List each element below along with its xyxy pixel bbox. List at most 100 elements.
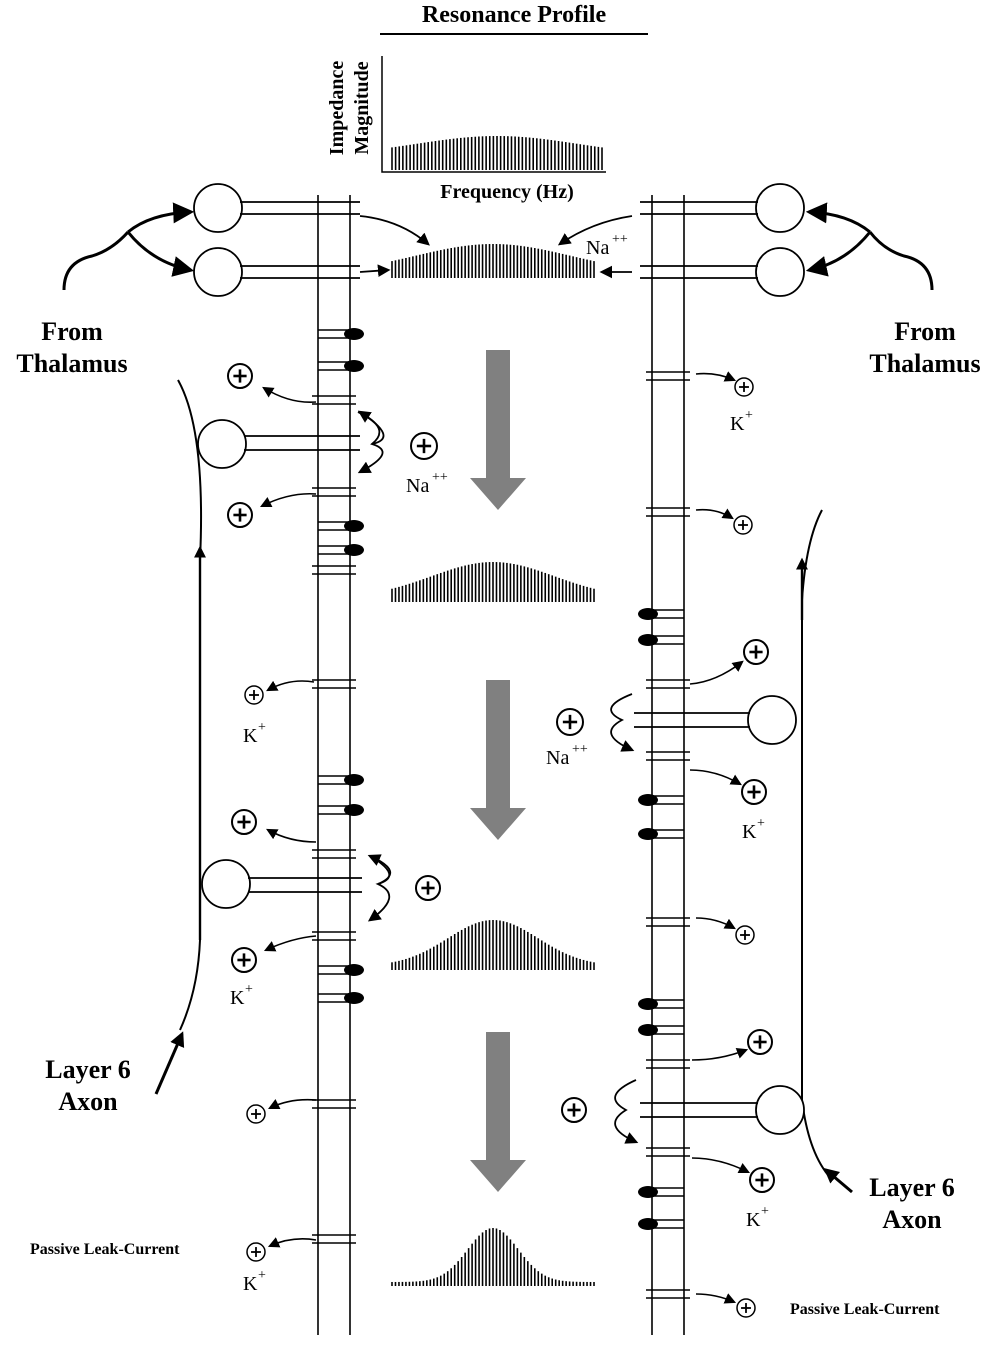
right-sodium-charge: ++ bbox=[572, 742, 588, 757]
right-sodium-ion bbox=[556, 708, 584, 736]
left-ion-3 bbox=[244, 685, 264, 705]
gate-blob bbox=[344, 992, 364, 1004]
left-efflux-arrow-4 bbox=[266, 828, 317, 843]
right-efflux-arrow-2 bbox=[695, 508, 734, 520]
left-efflux-arrow-3 bbox=[266, 680, 315, 692]
resonance-profile-stage-4 bbox=[391, 1228, 595, 1286]
right-axon-label-line2: Axon bbox=[882, 1205, 942, 1234]
left-efflux-arrow-7 bbox=[267, 1237, 317, 1248]
left-dendrite-shaft bbox=[317, 195, 351, 1335]
y-axis-label-line2: Magnitude bbox=[351, 61, 373, 154]
left-passive-leak-label: Passive Leak-Current bbox=[30, 1241, 180, 1258]
resonance-axes bbox=[381, 56, 606, 173]
right-top-synapses bbox=[557, 183, 934, 297]
ion-markers bbox=[227, 363, 775, 1318]
left-axon-label-line1: Layer 6 bbox=[45, 1055, 130, 1084]
left-sodium-ion bbox=[410, 432, 438, 460]
gate-blob bbox=[638, 828, 658, 840]
right-dendrite-shaft bbox=[651, 195, 685, 1335]
x-axis-label: Frequency (Hz) bbox=[440, 181, 574, 203]
gate-blob bbox=[638, 1024, 658, 1036]
diagram-title: Resonance Profile bbox=[422, 2, 607, 28]
right-ion-6 bbox=[747, 1029, 773, 1055]
right-synapses bbox=[610, 693, 805, 1144]
gate-blob bbox=[344, 804, 364, 816]
right-thalamus-label-line2: Thalamus bbox=[869, 349, 980, 378]
gate-blob bbox=[638, 998, 658, 1010]
left-synapses bbox=[197, 410, 391, 922]
right-potassium-charge-2: + bbox=[757, 816, 765, 831]
right-potassium-label-1: K bbox=[730, 413, 745, 435]
right-potassium-charge-1: + bbox=[745, 408, 753, 423]
right-efflux-arrow-4 bbox=[689, 769, 742, 786]
left-thalamus-label-line2: Thalamus bbox=[16, 349, 127, 378]
right-efflux-arrow-5 bbox=[695, 917, 736, 930]
right-sodium-label: Na bbox=[546, 747, 569, 769]
right-efflux-arrow-6 bbox=[691, 1047, 749, 1061]
gate-blob bbox=[344, 328, 364, 340]
gate-blob bbox=[638, 1186, 658, 1198]
gate-blob bbox=[344, 520, 364, 532]
left-efflux-arrow-2 bbox=[259, 492, 317, 508]
left-potassium-label-3: K bbox=[243, 1273, 258, 1295]
left-ion-1 bbox=[227, 363, 253, 389]
left-sodium-label: Na bbox=[406, 475, 429, 497]
right-ion-5 bbox=[735, 925, 755, 945]
left-potassium-label-2: K bbox=[230, 987, 245, 1009]
right-passive-leak-label: Passive Leak-Current bbox=[790, 1301, 940, 1318]
left-layer6-axon bbox=[154, 379, 206, 1095]
left-potassium-label-1: K bbox=[243, 725, 258, 747]
right-efflux-arrow-1 bbox=[695, 371, 737, 382]
gate-blob bbox=[638, 634, 658, 646]
header-resonance-bars bbox=[391, 136, 603, 170]
left-ion-2 bbox=[227, 502, 253, 528]
left-potassium-charge-2: + bbox=[245, 982, 253, 997]
left-potassium-charge-1: + bbox=[258, 720, 266, 735]
gate-blob bbox=[344, 360, 364, 372]
right-potassium-label-3: K bbox=[746, 1209, 761, 1231]
right-efflux-arrow-7 bbox=[691, 1157, 751, 1174]
right-ion-3 bbox=[743, 639, 769, 665]
left-sodium-charge: ++ bbox=[432, 470, 448, 485]
resonance-profile-stage-3 bbox=[391, 920, 595, 970]
left-efflux-arrow-1 bbox=[262, 386, 317, 404]
left-ion-6 bbox=[246, 1104, 266, 1124]
right-sodium-ion-2 bbox=[561, 1097, 587, 1123]
gate-blob bbox=[638, 608, 658, 620]
left-ion-7 bbox=[246, 1242, 266, 1262]
gate-blob bbox=[638, 794, 658, 806]
gate-blob bbox=[344, 774, 364, 786]
right-efflux-arrow-8 bbox=[695, 1293, 737, 1304]
right-layer6-axon bbox=[796, 509, 853, 1194]
left-ion-5 bbox=[231, 947, 257, 973]
gate-blob bbox=[344, 964, 364, 976]
ion-channels bbox=[312, 328, 690, 1299]
left-potassium-charge-3: + bbox=[258, 1268, 266, 1283]
right-top-sodium-label: Na bbox=[586, 237, 609, 259]
gate-blob bbox=[344, 544, 364, 556]
left-ion-4 bbox=[231, 809, 257, 835]
gate-blob bbox=[638, 1218, 658, 1230]
header-profile-bars bbox=[391, 136, 603, 170]
resonance-profile-stage-1 bbox=[391, 244, 595, 278]
stage-arrows bbox=[470, 350, 526, 1192]
right-potassium-label-2: K bbox=[742, 821, 757, 843]
right-efflux-arrow-3 bbox=[689, 660, 744, 685]
y-axis-label-line1: Impedance bbox=[326, 61, 348, 156]
left-thalamus-label-line1: From bbox=[41, 317, 103, 346]
left-sodium-ion-2 bbox=[415, 875, 441, 901]
right-ion-1 bbox=[734, 377, 754, 397]
resonance-profiles bbox=[391, 244, 595, 1286]
right-ion-8 bbox=[736, 1298, 756, 1318]
resonance-profile-stage-2 bbox=[391, 562, 595, 602]
left-efflux-arrow-5 bbox=[263, 935, 317, 952]
right-potassium-charge-3: + bbox=[761, 1204, 769, 1219]
right-ion-4 bbox=[741, 779, 767, 805]
left-axon-label-line2: Axon bbox=[58, 1087, 118, 1116]
right-axon-label-line1: Layer 6 bbox=[869, 1173, 954, 1202]
right-top-sodium-charge: ++ bbox=[612, 232, 628, 247]
left-top-synapses bbox=[62, 183, 430, 297]
right-thalamus-label-line1: From bbox=[894, 317, 956, 346]
right-ion-7 bbox=[749, 1167, 775, 1193]
